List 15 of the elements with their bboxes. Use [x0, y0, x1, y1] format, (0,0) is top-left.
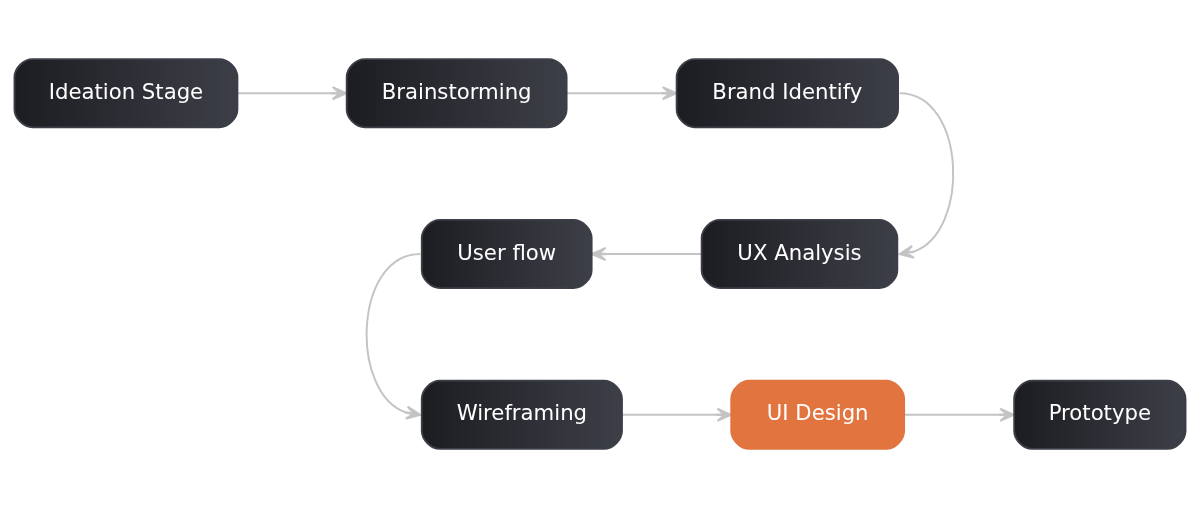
node-box: Brainstorming [345, 58, 568, 129]
node-box: Brand Identify [675, 58, 899, 129]
arrow [566, 86, 678, 101]
node-box: UX Analysis [700, 218, 899, 290]
node-box: Wireframing [420, 379, 623, 450]
arrow [621, 407, 733, 422]
arrow [898, 92, 954, 259]
arrow [903, 407, 1015, 422]
node-box: UI Design [730, 379, 906, 450]
arrow [236, 86, 348, 101]
arrow [590, 246, 703, 262]
node-box: User flow [420, 218, 593, 290]
node-box: Ideation Stage [13, 58, 239, 129]
arrow [365, 253, 422, 420]
node-box: Prototype [1013, 379, 1187, 450]
